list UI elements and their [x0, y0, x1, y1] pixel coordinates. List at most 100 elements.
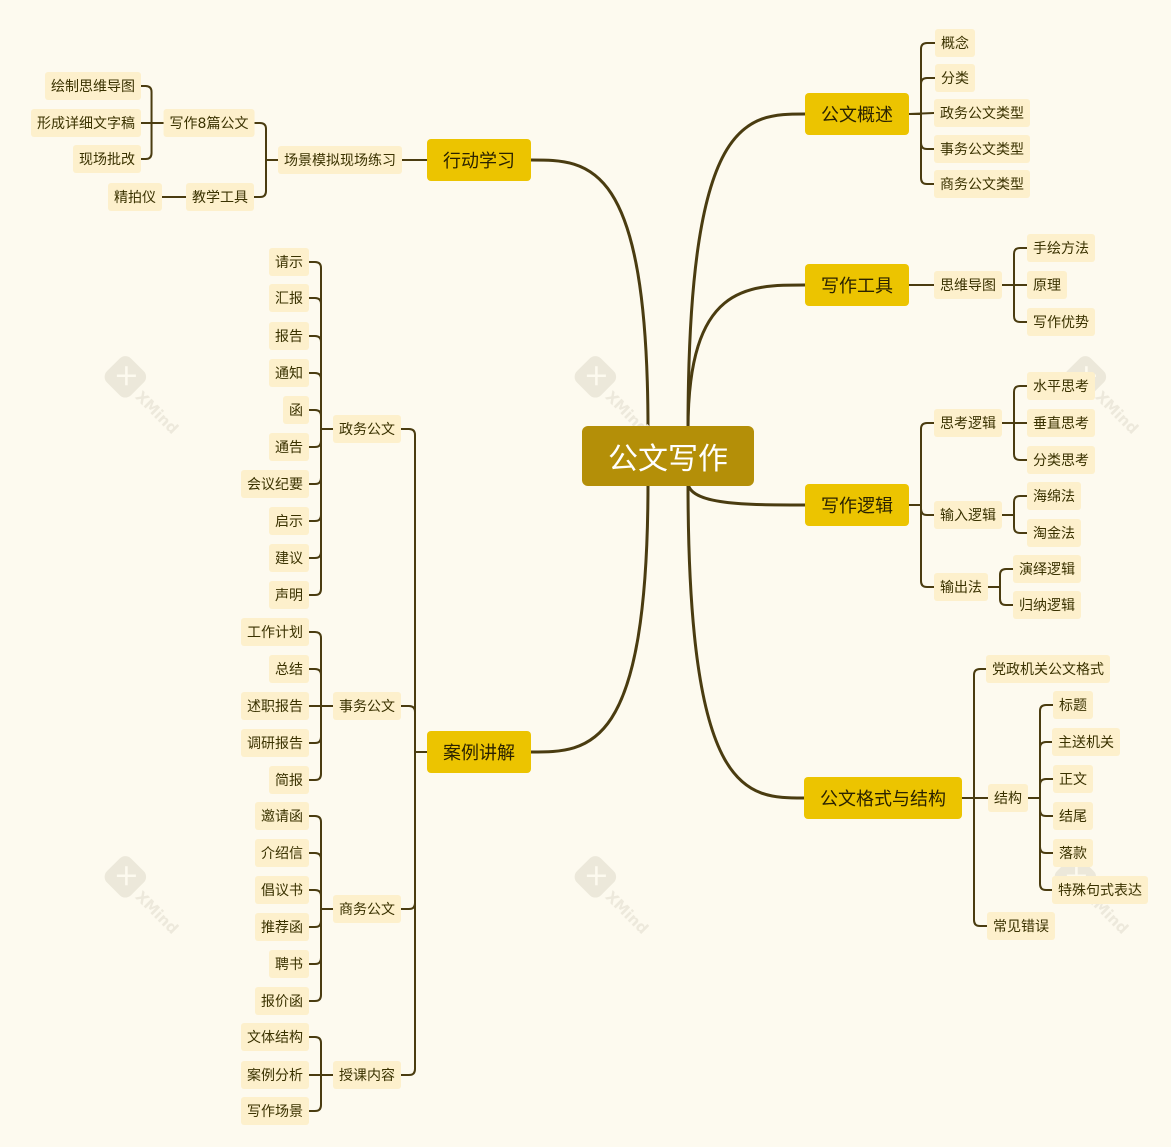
connector — [686, 112, 807, 432]
topic-leaf[interactable]: 落款 — [1053, 839, 1093, 867]
connector — [1027, 741, 1053, 799]
connector — [908, 504, 935, 588]
connector — [308, 409, 334, 430]
topic-leaf[interactable]: 政务公文类型 — [934, 99, 1030, 127]
topic-leaf[interactable]: 主送机关 — [1052, 728, 1120, 756]
connector — [908, 422, 935, 506]
connector — [1001, 422, 1028, 461]
topic-leaf[interactable]: 通知 — [269, 359, 309, 387]
topic-input-logic[interactable]: 输入逻辑 — [934, 501, 1002, 529]
topic-leaf[interactable]: 总结 — [269, 655, 309, 683]
topic-writing-tools[interactable]: 写作工具 — [805, 264, 909, 306]
topic-case-study[interactable]: 案例讲解 — [427, 731, 531, 773]
connector — [308, 261, 334, 430]
connector — [308, 372, 334, 430]
connector — [1001, 495, 1028, 516]
topic-government-docs[interactable]: 政务公文 — [333, 415, 401, 443]
topic-leaf[interactable]: 淘金法 — [1027, 519, 1081, 547]
connector — [308, 852, 334, 910]
topic-leaf[interactable]: 结尾 — [1053, 802, 1093, 830]
topic-document-camera[interactable]: 精拍仪 — [108, 183, 162, 211]
topic-leaf[interactable]: 归纳逻辑 — [1013, 591, 1081, 619]
connector — [1001, 385, 1028, 424]
topic-affairs-docs[interactable]: 事务公文 — [333, 692, 401, 720]
topic-leaf[interactable]: 通告 — [269, 433, 309, 461]
topic-leaf[interactable]: 正文 — [1053, 765, 1093, 793]
topic-leaf[interactable]: 水平思考 — [1027, 372, 1095, 400]
connector — [529, 480, 650, 754]
topic-leaf[interactable]: 声明 — [269, 581, 309, 609]
connector — [1027, 704, 1054, 799]
connector — [308, 889, 334, 910]
topic-action-learning[interactable]: 行动学习 — [427, 139, 531, 181]
topic-writing-logic[interactable]: 写作逻辑 — [805, 484, 909, 526]
topic-leaf[interactable]: 分类 — [935, 64, 975, 92]
topic-leaf[interactable]: 文体结构 — [241, 1023, 309, 1051]
topic-leaf[interactable]: 演绎逻辑 — [1013, 555, 1081, 583]
topic-leaf[interactable]: 特殊句式表达 — [1052, 876, 1148, 904]
topic-leaf[interactable]: 简报 — [269, 766, 309, 794]
topic-leaf[interactable]: 邀请函 — [255, 802, 309, 830]
connector — [253, 122, 279, 161]
topic-leaf[interactable]: 常见错误 — [987, 912, 1055, 940]
topic-leaf[interactable]: 汇报 — [269, 284, 309, 312]
topic-business-docs[interactable]: 商务公文 — [333, 895, 401, 923]
topic-leaf[interactable]: 推荐函 — [255, 913, 309, 941]
topic-structure[interactable]: 结构 — [988, 784, 1028, 812]
topic-mind-map[interactable]: 思维导图 — [934, 271, 1002, 299]
topic-doc-overview[interactable]: 公文概述 — [805, 93, 909, 135]
topic-leaf[interactable]: 请示 — [269, 248, 309, 276]
topic-leaf[interactable]: 函 — [283, 396, 309, 424]
topic-leaf[interactable]: 概念 — [935, 29, 975, 57]
topic-leaf[interactable]: 商务公文类型 — [934, 170, 1030, 198]
topic-output-method[interactable]: 输出法 — [934, 573, 988, 601]
topic-leaf[interactable]: 启示 — [269, 507, 309, 535]
topic-leaf[interactable]: 原理 — [1027, 271, 1067, 299]
topic-leaf[interactable]: 调研报告 — [241, 729, 309, 757]
connector — [308, 668, 334, 707]
topic-leaf[interactable]: 报价函 — [255, 987, 309, 1015]
topic-leaf[interactable]: 聘书 — [269, 950, 309, 978]
root-topic[interactable]: 公文写作 — [582, 426, 754, 486]
connector — [908, 113, 935, 185]
topic-leaf[interactable]: 事务公文类型 — [934, 135, 1030, 163]
topic-leaf[interactable]: 工作计划 — [241, 618, 309, 646]
connector — [908, 42, 936, 115]
topic-leaf[interactable]: 分类思考 — [1027, 446, 1095, 474]
topic-leaf[interactable]: 垂直思考 — [1027, 409, 1095, 437]
topic-scenario-practice[interactable]: 场景模拟现场练习 — [278, 146, 402, 174]
topic-format-structure[interactable]: 公文格式与结构 — [804, 777, 962, 819]
connector — [308, 1074, 334, 1112]
topic-leaf[interactable]: 标题 — [1053, 691, 1093, 719]
topic-leaf[interactable]: 海绵法 — [1027, 482, 1081, 510]
topic-course-content[interactable]: 授课内容 — [333, 1061, 401, 1089]
topic-leaf[interactable]: 介绍信 — [255, 839, 309, 867]
connector — [140, 122, 165, 160]
connector — [987, 568, 1014, 588]
topic-onsite-review[interactable]: 现场批改 — [73, 145, 141, 173]
topic-leaf[interactable]: 建议 — [269, 544, 309, 572]
topic-leaf[interactable]: 党政机关公文格式 — [986, 655, 1110, 683]
topic-leaf[interactable]: 手绘方法 — [1027, 234, 1095, 262]
topic-draw-mindmap[interactable]: 绘制思维导图 — [45, 72, 141, 100]
topic-teaching-tools[interactable]: 教学工具 — [186, 183, 254, 211]
topic-leaf[interactable]: 会议纪要 — [241, 470, 309, 498]
connector — [308, 815, 334, 910]
connector — [961, 797, 988, 927]
topic-detailed-draft[interactable]: 形成详细文字稿 — [31, 109, 141, 137]
connector — [308, 705, 334, 781]
topic-thinking-logic[interactable]: 思考逻辑 — [934, 409, 1002, 437]
topic-leaf[interactable]: 案例分析 — [241, 1061, 309, 1089]
topic-leaf[interactable]: 报告 — [269, 322, 309, 350]
connector — [987, 586, 1014, 606]
connector — [308, 335, 334, 430]
connector — [400, 751, 428, 1076]
connector — [308, 631, 334, 707]
connector — [400, 428, 428, 753]
topic-write-8-docs[interactable]: 写作8篇公文 — [163, 109, 255, 137]
connector — [140, 85, 165, 124]
topic-leaf[interactable]: 述职报告 — [241, 692, 309, 720]
topic-leaf[interactable]: 写作优势 — [1027, 308, 1095, 336]
topic-leaf[interactable]: 写作场景 — [241, 1097, 309, 1125]
topic-leaf[interactable]: 倡议书 — [255, 876, 309, 904]
